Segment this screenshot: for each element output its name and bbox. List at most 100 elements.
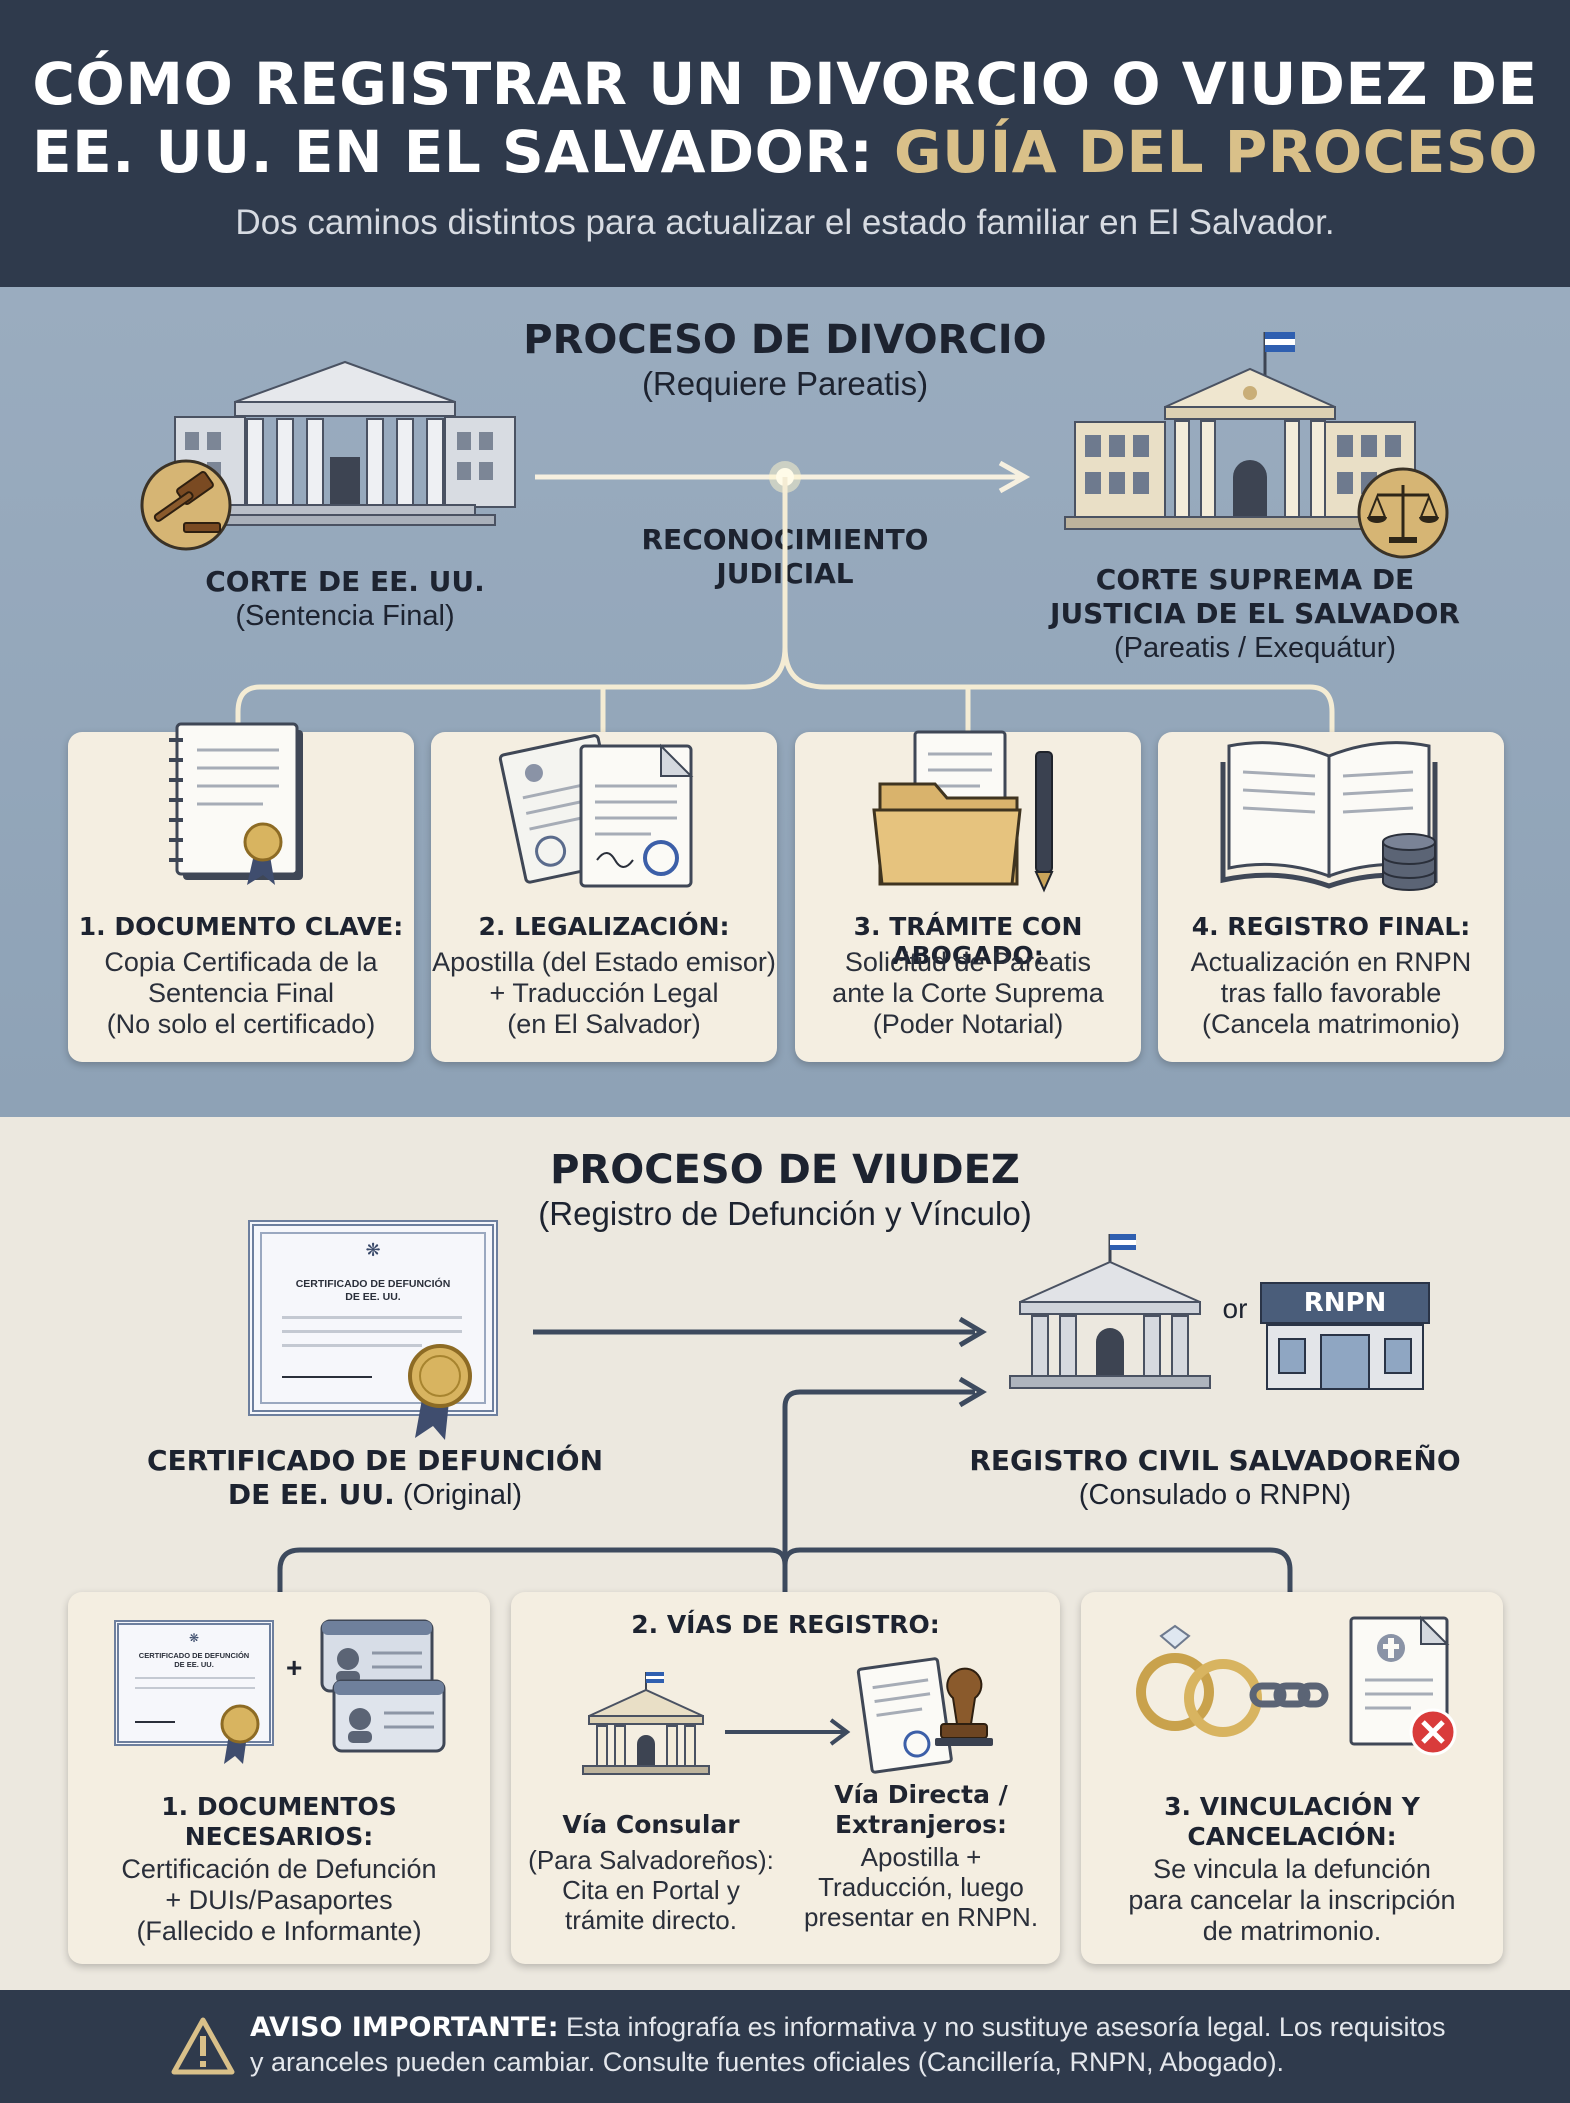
direct-route-line-3: presentar en RNPN. <box>803 1902 1039 1932</box>
sv-court-name-2: JUSTICIA DE EL SALVADOR <box>1050 597 1460 630</box>
divorce-step-3-heading: 3. TRÁMITE CON ABOGADO: <box>853 912 1083 970</box>
divorce-step-3-line-2: ante la Corte Suprema <box>832 978 1104 1008</box>
widow-step-2-heading: 2. VÍAS DE REGISTRO: <box>631 1610 940 1639</box>
us-court-detail: (Sentencia Final) <box>235 600 455 632</box>
widow-step-3-line-3: de matrimonio. <box>1202 1916 1382 1946</box>
widow-step-card-1: ❋ CERTIFICADO DE DEFUNCIÓN DE EE. UU. + <box>68 1592 490 1964</box>
title-line-1: CÓMO REGISTRAR UN DIVORCIO O VIUDEZ DE <box>32 50 1538 118</box>
rnpn-office-illustration: RNPN <box>1260 1282 1430 1392</box>
consular-route-line-1: (Para Salvadoreños): <box>528 1845 774 1875</box>
id-cards-icon <box>320 1619 446 1753</box>
certified-document-icon <box>169 722 303 885</box>
consular-route-line-3: trámite directo. <box>565 1905 737 1935</box>
divorce-step-4-line-3: (Cancela matrimonio) <box>1201 1009 1461 1039</box>
divorce-step-3-line-3: (Poder Notarial) <box>872 1009 1064 1039</box>
widow-step-3-line-2: para cancelar la inscripción <box>1128 1885 1456 1915</box>
divorce-title: PROCESO DE DIVORCIO <box>523 317 1047 363</box>
widow-step-1-heading: 1. DOCUMENTOS NECESARIOS: <box>68 1792 490 1852</box>
direct-route-heading-1: Vía Directa / <box>834 1780 1008 1809</box>
consular-route-line-2: Cita en Portal y <box>562 1875 740 1905</box>
widow-title: PROCESO DE VIUDEZ <box>550 1147 1020 1193</box>
us-court-label: CORTE DE EE. UU. (Sentencia Final) <box>175 565 515 633</box>
divorce-step-2-heading: 2. LEGALIZACIÓN: <box>478 912 730 941</box>
certificate-doc-title-1: CERTIFICADO DE DEFUNCIÓN <box>295 1278 451 1290</box>
warning-icon <box>171 2017 235 2075</box>
gavel-icon <box>140 459 232 551</box>
divorce-step-1-heading: 1. DOCUMENTO CLAVE: <box>78 912 404 941</box>
sv-court-label: CORTE SUPREMA DE JUSTICIA DE EL SALVADOR… <box>1035 563 1475 665</box>
divorce-step-4-line-2: tras fallo favorable <box>1220 978 1442 1008</box>
disclaimer-line-1: Esta infografía es informativa y no sust… <box>566 2012 1446 2042</box>
widow-step-card-2: 2. VÍAS DE REGISTRO: <box>511 1592 1060 1964</box>
widow-step-1-heading-1: 1. DOCUMENTOS <box>161 1792 397 1821</box>
widow-step-3-text: Se vincula la defunción para cancelar la… <box>1081 1854 1503 1947</box>
registry-label: REGISTRO CIVIL SALVADOREÑO (Consulado o … <box>965 1444 1465 1512</box>
apostille-documents-icon <box>498 734 694 888</box>
footer-disclaimer: AVISO IMPORTANTE: Esta infografía es inf… <box>0 1990 1570 2103</box>
or-text: or <box>1222 1293 1248 1324</box>
divorce-step-card-1: 1. DOCUMENTO CLAVE: Copia Certificada de… <box>68 722 414 1062</box>
certificate-label: CERTIFICADO DE DEFUNCIÓN DE EE. UU. (Ori… <box>120 1444 630 1512</box>
divorce-step-card-2: 2. LEGALIZACIÓN: Apostilla (del Estado e… <box>431 732 777 1062</box>
certificate-label-line-1: CERTIFICADO DE DEFUNCIÓN <box>146 1444 604 1477</box>
mini-cert-title-2: DE EE. UU. <box>174 1660 214 1669</box>
widow-step-3-heading: 3. VINCULACIÓN Y CANCELACIÓN: <box>1081 1792 1503 1852</box>
title-line-2-white: EE. UU. EN EL SALVADOR: <box>31 118 874 186</box>
plus-sign: + <box>286 1652 303 1683</box>
divorce-step-2-line-2: + Traducción Legal <box>489 978 719 1008</box>
divorce-step-2-line-1: Apostilla (del Estado emisor) <box>432 947 776 977</box>
certificate-label-line-2-bold: DE EE. UU. <box>227 1478 395 1511</box>
direct-route-text: Apostilla + Traducción, luego presentar … <box>791 1842 1051 1932</box>
divorce-step-3-text: Solicitud de Pareatis ante la Corte Supr… <box>795 947 1141 1040</box>
widow-step-3-line-1: Se vincula la defunción <box>1153 1854 1431 1884</box>
consular-building-small-icon <box>582 1672 710 1775</box>
document-and-stamp-icon <box>856 1657 993 1774</box>
sv-supreme-court-building-icon <box>1064 332 1426 530</box>
consular-route-heading: Vía Consular <box>562 1810 740 1839</box>
divorce-step-2-text: Apostilla (del Estado emisor) + Traducci… <box>431 947 777 1040</box>
direct-route-heading-2: Extranjeros: <box>834 1810 1008 1839</box>
disclaimer-text: AVISO IMPORTANTE: Esta infografía es inf… <box>250 2010 1450 2079</box>
divorce-step-1-line-3: (No solo el certificado) <box>106 1009 376 1039</box>
widow-section: PROCESO DE VIUDEZ (Registro de Defunción… <box>0 1117 1570 1990</box>
direct-route-line-1: Apostilla + <box>860 1842 982 1872</box>
divorce-step-card-3: 3. TRÁMITE CON ABOGADO: Solicitud de Par… <box>795 730 1141 1062</box>
divorce-step-4-heading: 4. REGISTRO FINAL: <box>1191 912 1471 941</box>
scales-of-justice-icon <box>1357 467 1449 559</box>
divorce-step-2-line-3: (en El Salvador) <box>507 1009 701 1039</box>
direct-route: Vía Directa / Extranjeros: Apostilla + T… <box>791 1780 1051 1932</box>
us-court-name: CORTE DE EE. UU. <box>205 565 485 598</box>
mini-seal-icon <box>220 1704 260 1764</box>
mini-cert-title-1: CERTIFICADO DE DEFUNCIÓN <box>138 1651 250 1660</box>
header-banner: CÓMO REGISTRAR UN DIVORCIO O VIUDEZ DE E… <box>0 0 1570 287</box>
widow-step-1-text: Certificación de Defunción + DUIs/Pasapo… <box>68 1854 490 1947</box>
rings-chain-icon <box>1136 1624 1329 1737</box>
divorce-step-4-text: Actualización en RNPN tras fallo favorab… <box>1158 947 1504 1040</box>
widow-step-3-heading-2: CANCELACIÓN: <box>1187 1822 1397 1851</box>
registry-name: REGISTRO CIVIL SALVADOREÑO <box>969 1444 1461 1477</box>
disclaimer-line-2: y aranceles pueden cambiar. Consulte fue… <box>250 2047 1285 2077</box>
rnpn-sign: RNPN <box>1260 1282 1430 1324</box>
gold-seal-ribbon-icon <box>408 1344 472 1440</box>
widow-subtitle: (Registro de Defunción y Vínculo) <box>538 1195 1032 1232</box>
widow-step-1-line-1: Certificación de Defunción <box>121 1854 437 1884</box>
divorce-subtitle: (Requiere Pareatis) <box>641 365 929 402</box>
divorce-step-1-line-2: Sentencia Final <box>147 978 335 1008</box>
sv-court-name-1: CORTE SUPREMA DE <box>1095 563 1415 596</box>
widow-step-1-line-3: (Fallecido e Informante) <box>136 1916 422 1946</box>
certificate-label-line-2-rest: (Original) <box>402 1479 523 1511</box>
death-record-cancel-icon <box>1349 1615 1457 1756</box>
registry-book-database-icon <box>1220 741 1438 891</box>
consulate-building-icon <box>1009 1234 1211 1389</box>
divorce-step-3-line-1: Solicitud de Pareatis <box>844 947 1092 977</box>
consular-route: Vía Consular (Para Salvadoreños): Cita e… <box>521 1810 781 1935</box>
widow-step-card-3: 3. VINCULACIÓN Y CANCELACIÓN: Se vincula… <box>1081 1592 1503 1964</box>
direct-route-line-2: Traducción, luego <box>818 1872 1024 1902</box>
divorce-step-4-line-1: Actualización en RNPN <box>1190 947 1472 977</box>
divorce-step-1-text: Copia Certificada de la Sentencia Final … <box>68 947 414 1040</box>
page-subtitle: Dos caminos distintos para actualizar el… <box>235 203 1335 242</box>
certificate-doc-title-2: DE EE. UU. <box>345 1291 401 1303</box>
divorce-step-1-line-1: Copia Certificada de la <box>104 947 378 977</box>
widow-step-1-heading-2: NECESARIOS: <box>184 1822 374 1851</box>
divorce-step-card-4: 4. REGISTRO FINAL: Actualización en RNPN… <box>1158 732 1504 1062</box>
